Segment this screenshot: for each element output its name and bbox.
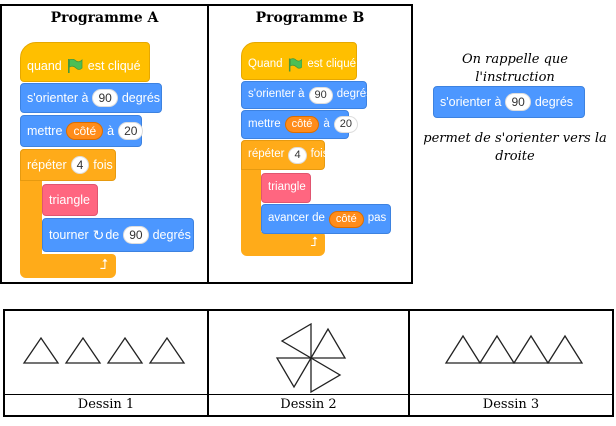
block-text: fois [310, 148, 329, 161]
block-text: Quand [248, 58, 283, 71]
point-in-direction-block[interactable]: s'orienter à 90 degrés [20, 83, 162, 113]
triangle-1 [280, 322, 312, 360]
repeat-count-input[interactable]: 4 [288, 146, 307, 164]
block-text: de [105, 227, 120, 242]
repeat-block-footer: ⮥ [241, 232, 325, 256]
set-variable-block[interactable]: mettre côté à 20 [20, 115, 144, 147]
programme-a-panel: Programme A ⮥ quand est cliqué s'oriente… [0, 4, 209, 284]
when-flag-clicked-block[interactable]: Quand est cliqué [241, 42, 357, 80]
value-input[interactable]: 20 [333, 116, 359, 133]
reminder-line-3: permet de s'orienter vers la [423, 131, 607, 146]
block-text: s'orienter à [248, 88, 305, 101]
turn-right-block[interactable]: tourner ↻ de 90 degrés [42, 218, 194, 252]
repeat-arrow-icon: ⮥ [99, 256, 108, 272]
drawing-2-caption: Dessin 2 [209, 394, 408, 415]
drawing-1-canvas [22, 336, 186, 364]
when-flag-clicked-block[interactable]: quand est cliqué [20, 42, 150, 82]
triangle-1 [22, 336, 60, 364]
triangle-1 [444, 334, 482, 364]
drawing-2-canvas [275, 322, 347, 394]
drawing-2-cell: Dessin 2 [207, 309, 410, 417]
block-text: répéter [27, 157, 67, 172]
repeat-block-footer: ⮥ [20, 254, 116, 278]
block-text: triangle [268, 181, 306, 194]
triangle-custom-block[interactable]: triangle [42, 184, 98, 216]
block-text: triangle [49, 192, 90, 207]
drawing-3-cell: Dessin 3 [408, 309, 614, 417]
programme-b-panel: Programme B ⮥ Quand est cliqué s'oriente… [207, 4, 413, 284]
direction-input[interactable]: 90 [308, 86, 333, 104]
block-text: degrés [152, 227, 191, 242]
repeat-arrow-icon: ⮥ [310, 234, 318, 249]
triangle-2 [309, 327, 347, 359]
block-text: mettre [27, 123, 63, 138]
triangle-4 [546, 334, 584, 364]
block-text: fois [93, 157, 113, 172]
block-text: s'orienter à [440, 94, 502, 109]
block-text: est cliqué [87, 58, 141, 73]
triangle-2 [478, 334, 516, 364]
block-text: degrés [534, 94, 574, 109]
repeat-block[interactable]: répéter 4 fois [241, 140, 328, 170]
triangle-4 [148, 336, 186, 364]
block-text: degrés [121, 90, 161, 105]
drawing-1-cell: Dessin 1 [3, 309, 209, 417]
block-text: à [323, 117, 330, 130]
reminder-line-4: droite [495, 149, 535, 164]
turn-right-icon: ↻ [92, 227, 105, 243]
programme-b-title: Programme B [255, 10, 365, 26]
green-flag-icon [288, 58, 302, 72]
reminder-orient-block: s'orienter à 90 degrés [433, 86, 585, 118]
drawing-1-caption: Dessin 1 [5, 394, 207, 415]
repeat-count-input[interactable]: 4 [70, 156, 90, 174]
triangle-2 [64, 336, 102, 364]
angle-input[interactable]: 90 [123, 226, 149, 244]
triangle-3 [512, 334, 550, 364]
block-text: avancer de [268, 212, 325, 225]
repeat-block[interactable]: répéter 4 fois [20, 149, 116, 181]
move-steps-block[interactable]: avancer de côté pas [261, 204, 391, 234]
triangle-3 [310, 356, 342, 394]
triangle-custom-block[interactable]: triangle [261, 173, 311, 203]
variable-reporter[interactable]: côté [66, 122, 104, 140]
point-in-direction-block[interactable]: s'orienter à 90 degrés [241, 81, 372, 109]
green-flag-icon [67, 59, 83, 73]
block-text: quand [27, 58, 62, 73]
reminder-line-1: On rappelle que [462, 52, 568, 67]
block-text: s'orienter à [27, 90, 89, 105]
variable-reporter[interactable]: côté [328, 210, 364, 228]
programme-a-title: Programme A [50, 10, 159, 26]
triangle-3 [106, 336, 144, 364]
direction-input[interactable]: 90 [92, 89, 118, 107]
value-input[interactable]: 20 [118, 122, 144, 140]
set-variable-block[interactable]: mettre côté à 20 [241, 110, 359, 139]
block-text: pas [367, 212, 387, 225]
block-text: est cliqué [307, 58, 356, 71]
variable-reporter[interactable]: côté [284, 116, 320, 133]
drawing-3-canvas [444, 334, 584, 364]
reminder-line-2: l'instruction [475, 70, 555, 85]
block-text: degrés [336, 88, 372, 101]
drawing-3-caption: Dessin 3 [410, 394, 612, 415]
block-text: à [107, 123, 115, 138]
block-text: mettre [248, 117, 281, 130]
triangle-4 [275, 357, 313, 389]
block-text: répéter [248, 148, 285, 161]
block-text: tourner [49, 227, 89, 242]
direction-input: 90 [505, 93, 531, 111]
